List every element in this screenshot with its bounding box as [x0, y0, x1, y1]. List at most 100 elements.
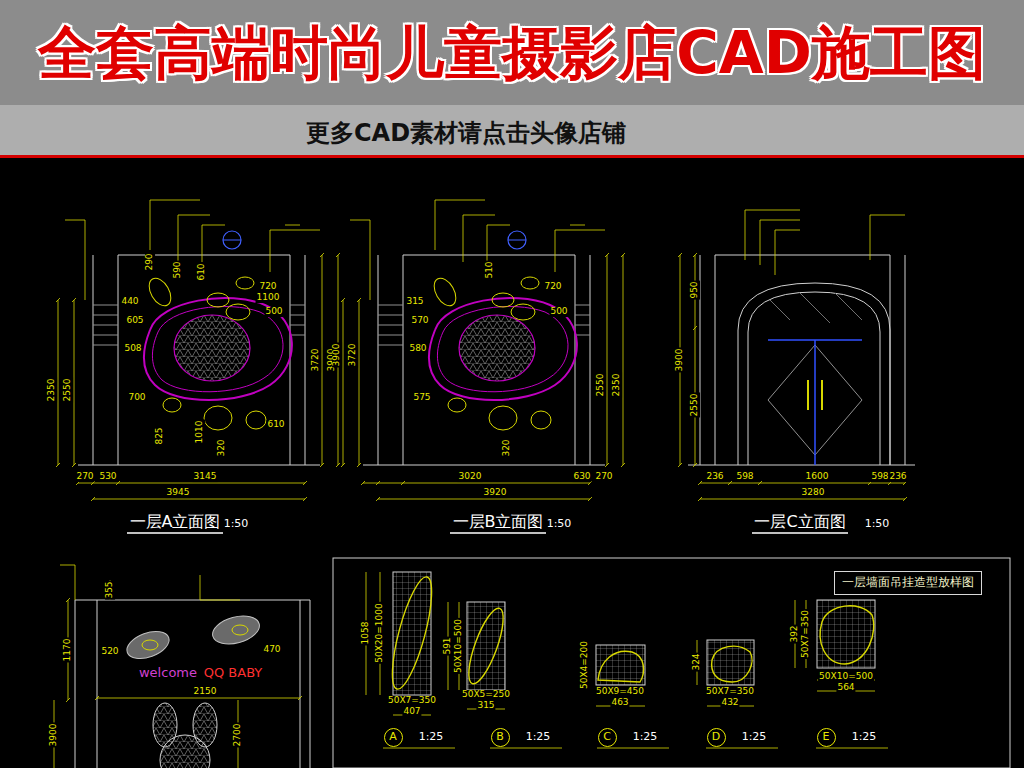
- box-title: 一层墙面吊挂造型放样图: [842, 576, 974, 589]
- dimension-text: 432: [720, 698, 739, 708]
- dimension-text: 1010: [195, 420, 205, 445]
- detail-marker: D: [707, 728, 726, 747]
- dimension-text: 1:25: [741, 731, 768, 743]
- drawing-title: welcome: [138, 666, 198, 680]
- dimension-text: 1:25: [851, 731, 878, 743]
- detail-marker: A: [384, 728, 403, 747]
- dimension-text: 3900: [332, 343, 342, 368]
- dimension-text: 530: [98, 472, 117, 482]
- dimension-text: 520: [100, 647, 119, 657]
- dimension-text: 315: [476, 701, 495, 711]
- dimension-text: 2550: [690, 393, 700, 418]
- dimension-text: 605: [125, 316, 144, 326]
- dimension-text: 50X10=500: [818, 672, 874, 682]
- dimension-text: 50X10=500: [454, 618, 464, 674]
- dimension-text: 1170: [63, 638, 73, 663]
- dimension-text: 610: [197, 262, 207, 281]
- dimension-text: 3720: [348, 343, 358, 368]
- dimension-text: 1:50: [546, 518, 573, 530]
- marker-letter: B: [496, 731, 504, 743]
- detail-marker: C: [598, 728, 617, 747]
- detail-marker: B: [491, 728, 510, 747]
- dimension-text: 392: [790, 624, 800, 643]
- dimension-text: 315: [405, 297, 424, 307]
- subtitle: 更多CAD素材请点击头像店铺: [305, 120, 627, 146]
- dimension-text: 630: [572, 472, 591, 482]
- dimension-text: 2550: [596, 373, 606, 398]
- dimension-text: 3900: [675, 348, 685, 373]
- marker-letter: C: [603, 731, 611, 743]
- dimension-text: 950: [690, 280, 700, 299]
- dimension-text: 50X7=350: [387, 696, 437, 706]
- drawing-title: 一层B立面图: [452, 513, 545, 531]
- dimension-text: 1:25: [525, 731, 552, 743]
- dimension-text: 355: [105, 580, 115, 599]
- dimension-text: 720: [258, 282, 277, 292]
- dimension-text: 407: [402, 707, 421, 717]
- dimension-text: 610: [266, 420, 285, 430]
- dimension-text: 440: [120, 297, 139, 307]
- dimension-text: 570: [410, 316, 429, 326]
- dimension-text: 50X4=200: [580, 640, 590, 690]
- dimension-text: 700: [127, 393, 146, 403]
- marker-letter: A: [389, 731, 397, 743]
- dimension-text: 500: [549, 307, 568, 317]
- dimension-text: 590: [173, 260, 183, 279]
- dimension-text: 1:25: [632, 731, 659, 743]
- dimension-text: 3280: [801, 488, 826, 498]
- dimension-text: 3945: [166, 488, 191, 498]
- drawing-title: QQ BABY: [203, 666, 264, 680]
- dimension-text: 290: [145, 252, 155, 271]
- dimension-text: 500: [264, 307, 283, 317]
- marker-letter: D: [712, 731, 720, 743]
- dimension-text: 50X7=350: [801, 609, 811, 659]
- dimension-text: 50X9=450: [595, 687, 645, 697]
- dimension-text: 470: [262, 645, 281, 655]
- drawing-title: 一层C立面图: [753, 513, 846, 531]
- dimension-text: 3020: [458, 472, 483, 482]
- dimension-text: 508: [123, 344, 142, 354]
- dimension-text: 1:25: [418, 731, 445, 743]
- page-title: 全套高端时尚儿童摄影店CAD施工图: [38, 22, 986, 86]
- dimension-text: 1:50: [864, 518, 891, 530]
- dimension-text: 720: [543, 282, 562, 292]
- dimension-text: 1058: [361, 621, 371, 646]
- dimension-text: 564: [836, 683, 855, 693]
- dimension-text: 50X7=350: [705, 687, 755, 697]
- dimension-text: 1:50: [223, 518, 250, 530]
- dimension-text: 3720: [311, 348, 321, 373]
- dimension-text: 2550: [63, 378, 73, 403]
- dimension-text: 270: [594, 472, 613, 482]
- dimension-text: 575: [412, 393, 431, 403]
- dimension-text: 2150: [193, 687, 218, 697]
- dimension-text: 50X5=250: [461, 690, 511, 700]
- dimension-text: 463: [610, 698, 629, 708]
- dimension-text: 510: [485, 260, 495, 279]
- dimension-text: 2350: [612, 373, 622, 398]
- marker-letter: E: [823, 731, 830, 743]
- dimension-text: 1100: [256, 293, 281, 303]
- dimension-text: 598: [870, 472, 889, 482]
- dimension-text: 270: [75, 472, 94, 482]
- dimension-text: 825: [155, 426, 165, 445]
- dimension-text: 320: [502, 438, 512, 457]
- dimension-text: 320: [217, 438, 227, 457]
- dimension-text: 236: [888, 472, 907, 482]
- dimension-text: 3920: [483, 488, 508, 498]
- dimension-text: 1600: [805, 472, 830, 482]
- dimension-text: 2350: [47, 378, 57, 403]
- detail-marker: E: [817, 728, 836, 747]
- dimension-text: 598: [735, 472, 754, 482]
- dimension-text: 2700: [233, 723, 243, 748]
- dimension-text: 324: [692, 652, 702, 671]
- dimension-text: 580: [408, 344, 427, 354]
- dimension-text: 3900: [49, 723, 59, 748]
- dimension-text: 591: [443, 636, 453, 655]
- dimension-text: 50X20=1000: [375, 602, 385, 664]
- drawing-title: 一层A立面图: [129, 513, 222, 531]
- dimension-text: 236: [705, 472, 724, 482]
- dimension-text: 3145: [193, 472, 218, 482]
- title-box: 一层墙面吊挂造型放样图: [834, 571, 982, 595]
